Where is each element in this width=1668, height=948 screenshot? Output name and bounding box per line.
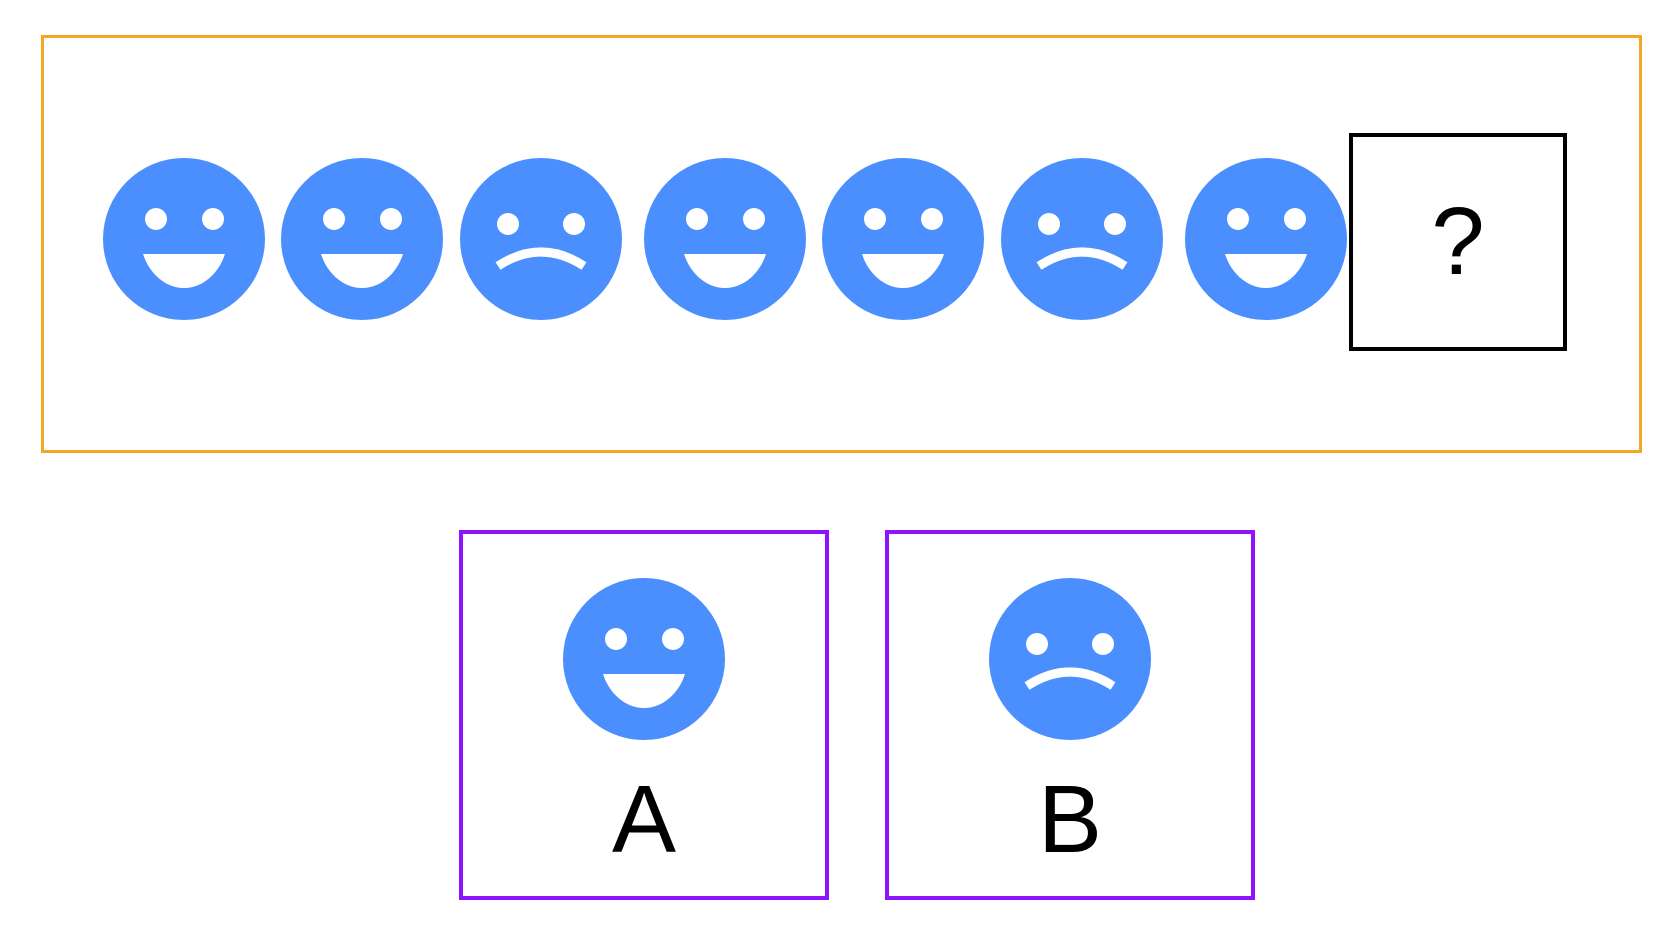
sad-face-icon xyxy=(460,158,622,320)
happy-face-icon xyxy=(644,158,806,320)
happy-face-icon xyxy=(281,158,443,320)
sequence-panel xyxy=(41,35,1642,453)
option-label: A xyxy=(611,766,677,873)
option-a[interactable]: A xyxy=(459,530,829,900)
happy-face-icon xyxy=(1185,158,1347,320)
happy-face-icon xyxy=(103,158,265,320)
option-b[interactable]: B xyxy=(885,530,1255,900)
sad-face-icon xyxy=(989,578,1151,740)
happy-face-icon xyxy=(563,578,725,740)
unknown-slot: ? xyxy=(1349,133,1567,351)
question-mark: ? xyxy=(1431,188,1485,295)
option-label: B xyxy=(1037,766,1103,873)
happy-face-icon xyxy=(822,158,984,320)
sad-face-icon xyxy=(1001,158,1163,320)
